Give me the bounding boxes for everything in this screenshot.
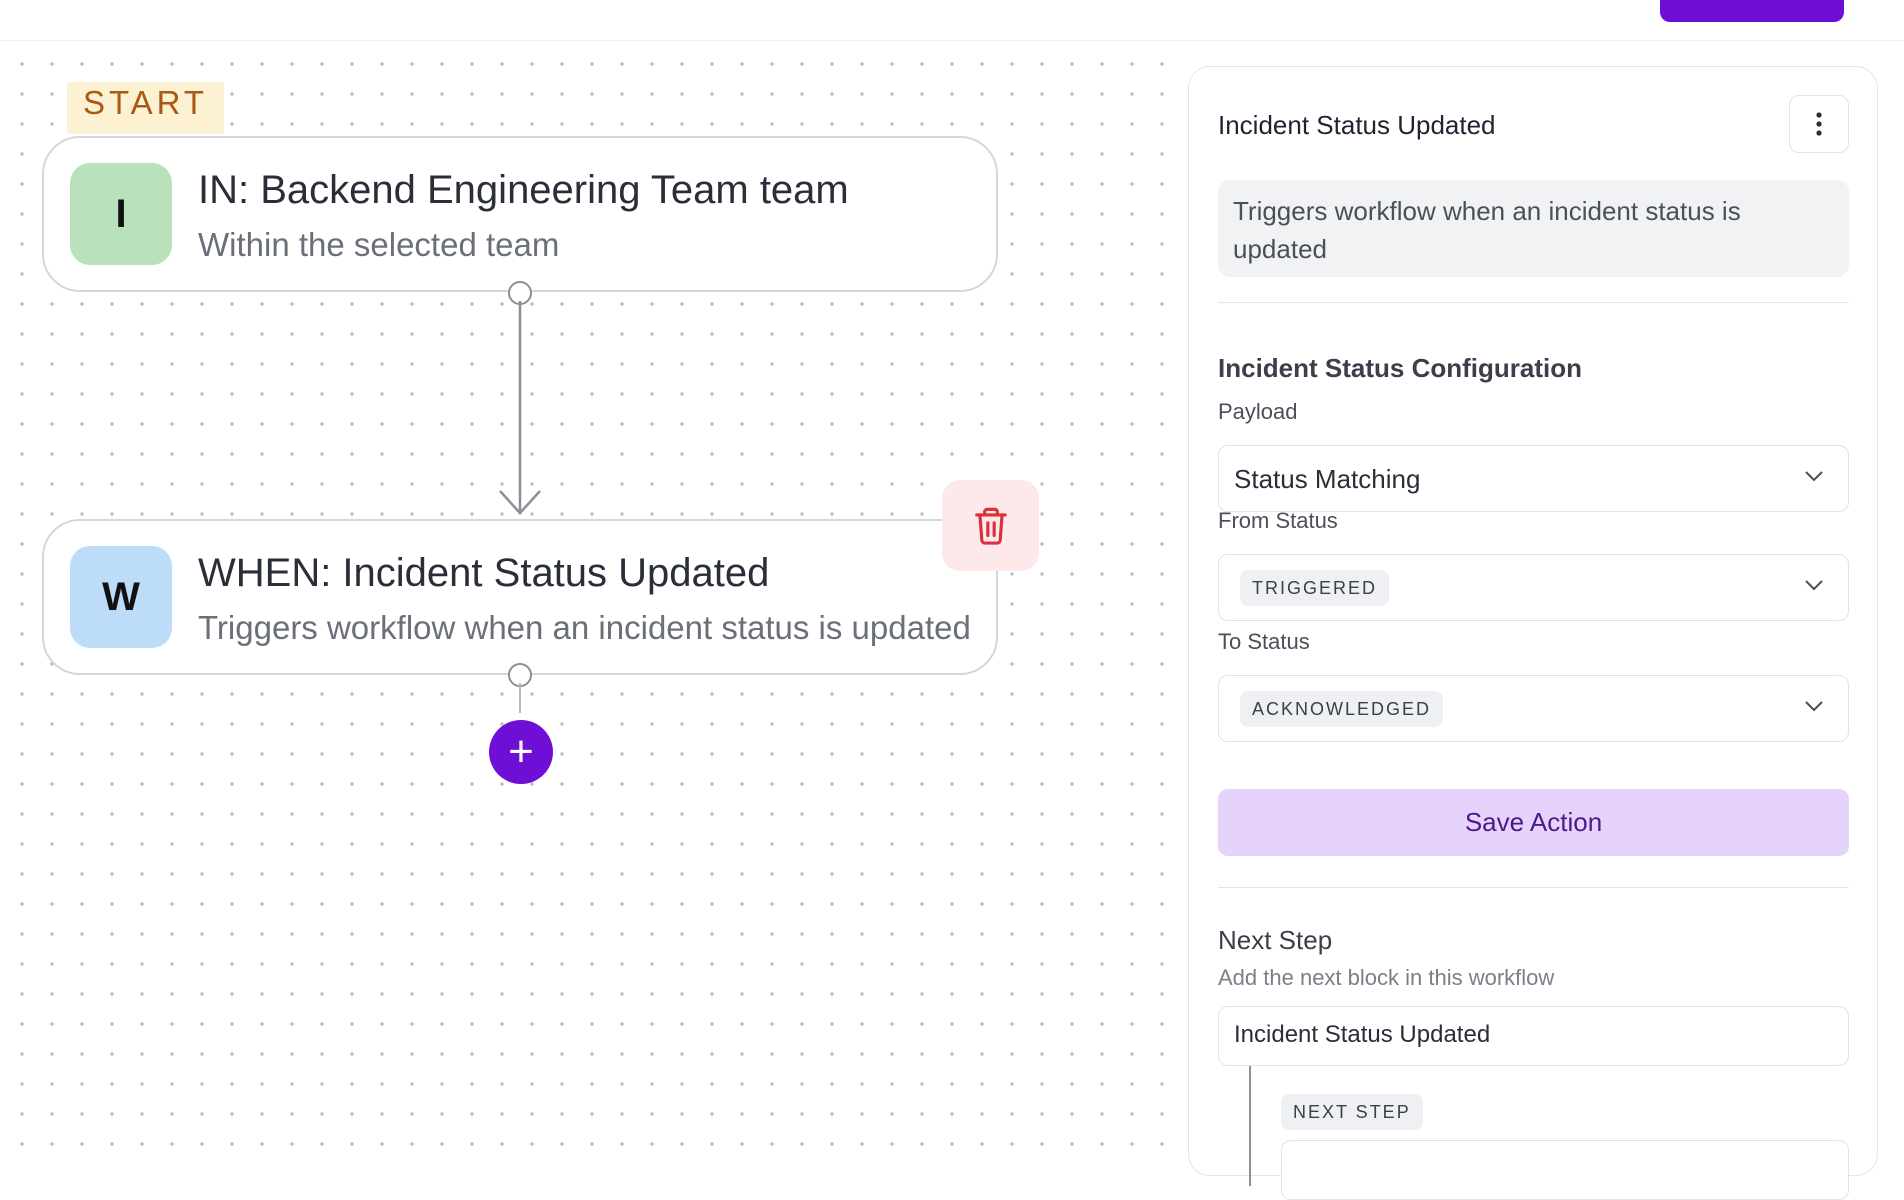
kebab-icon (1816, 112, 1822, 136)
node-title: WHEN: Incident Status Updated (198, 551, 770, 595)
node-avatar: I (70, 163, 172, 265)
config-panel: Incident Status Updated Triggers workflo… (1188, 66, 1878, 1200)
from-status-select[interactable]: TRIGGERED (1218, 554, 1849, 621)
status-chip: ACKNOWLEDGED (1240, 691, 1444, 727)
node-subtitle: Triggers workflow when an incident statu… (198, 609, 971, 646)
divider (1218, 302, 1849, 303)
status-chip: TRIGGERED (1240, 570, 1390, 606)
next-step-select[interactable] (1281, 1140, 1849, 1200)
node-when-trigger[interactable]: W WHEN: Incident Status Updated Triggers… (42, 519, 998, 675)
chevron-down-icon (1805, 701, 1823, 712)
next-step-chip: NEXT STEP (1281, 1094, 1423, 1130)
trash-icon (974, 507, 1007, 545)
config-section-title: Incident Status Configuration (1218, 353, 1582, 383)
chevron-down-icon (1805, 580, 1823, 591)
next-step-block[interactable]: Incident Status Updated (1218, 1006, 1849, 1066)
connector-stub (519, 683, 521, 713)
tree-line (1249, 1066, 1251, 1186)
more-options-button[interactable] (1789, 95, 1849, 153)
workflow-canvas[interactable]: START I IN: Backend Engineering Team tea… (0, 41, 1188, 1162)
node-in-team[interactable]: I IN: Backend Engineering Team team With… (42, 136, 998, 292)
node-title: IN: Backend Engineering Team team (198, 168, 849, 212)
start-label: START (67, 82, 224, 134)
connector-arrow (499, 301, 541, 515)
from-status-label: From Status (1218, 508, 1338, 533)
node-avatar: W (70, 546, 172, 648)
divider (1218, 887, 1849, 888)
next-step-title: Next Step (1218, 925, 1333, 955)
node-subtitle: Within the selected team (198, 226, 560, 263)
chevron-down-icon (1805, 471, 1823, 482)
top-bar (0, 0, 1904, 41)
panel-description: Triggers workflow when an incident statu… (1218, 180, 1849, 277)
payload-select[interactable]: Status Matching (1218, 445, 1849, 512)
save-action-button[interactable]: Save Action (1218, 789, 1849, 856)
payload-value: Status Matching (1234, 464, 1421, 494)
delete-node-button[interactable] (942, 480, 1039, 571)
add-step-button[interactable]: + (489, 720, 553, 784)
payload-label: Payload (1218, 399, 1298, 424)
to-status-label: To Status (1218, 629, 1310, 654)
to-status-select[interactable]: ACKNOWLEDGED (1218, 675, 1849, 742)
panel-title: Incident Status Updated (1218, 110, 1496, 140)
primary-action-button[interactable] (1660, 0, 1844, 22)
next-step-subtitle: Add the next block in this workflow (1218, 965, 1555, 990)
